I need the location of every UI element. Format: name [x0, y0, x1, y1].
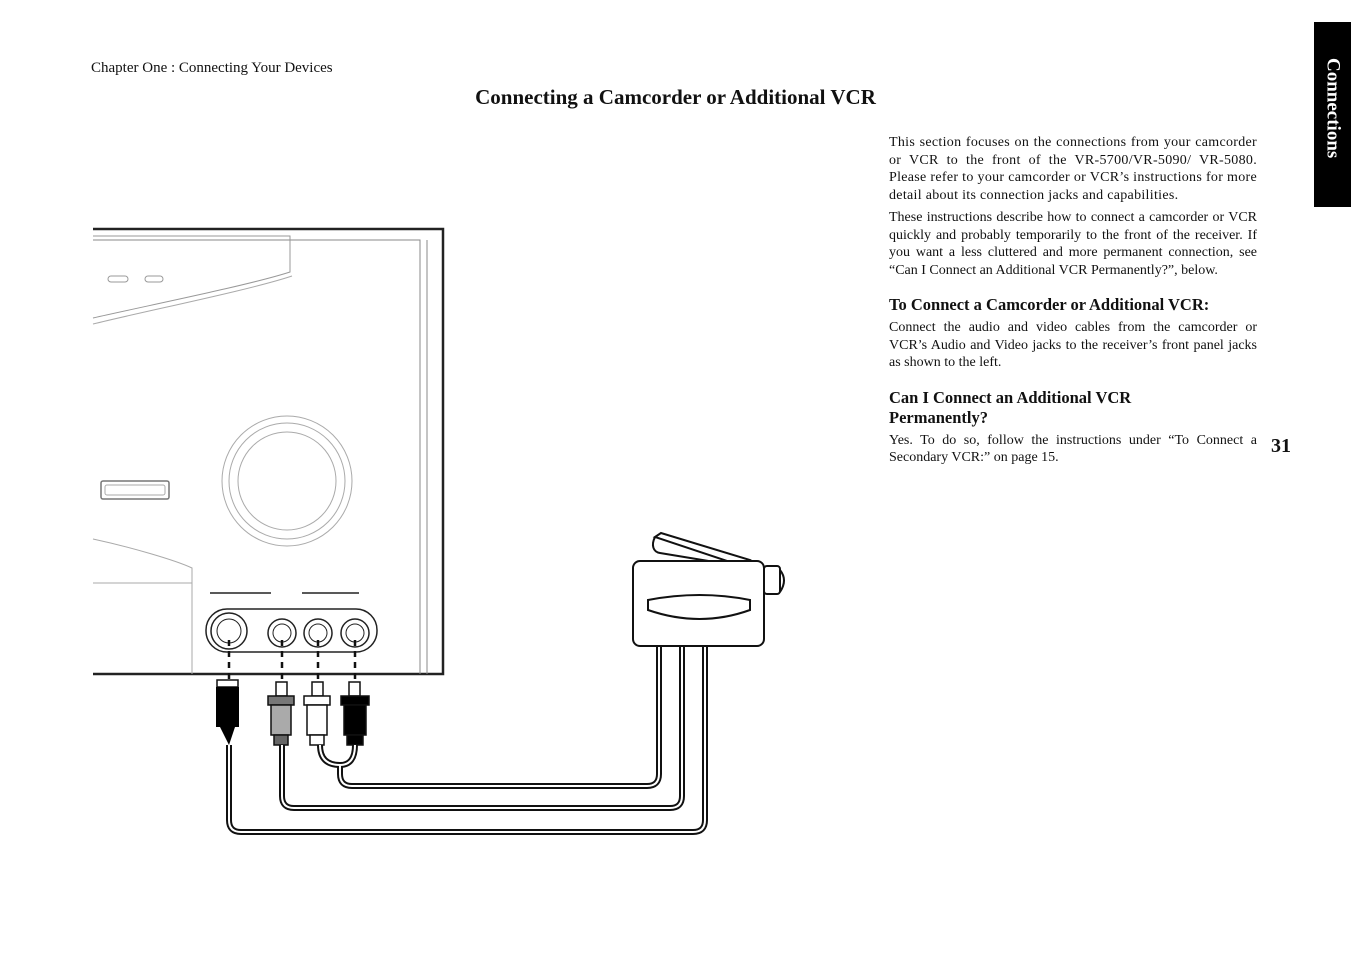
section-tab-label: Connections — [1322, 58, 1344, 159]
page-title: Connecting a Camcorder or Additional VCR — [475, 85, 876, 109]
intro-paragraph-2: These instructions describe how to conne… — [889, 210, 1257, 278]
camcorder-icon — [632, 531, 785, 647]
receiver-front-panel — [92, 227, 445, 676]
chapter-header: Chapter One : Connecting Your Devices — [91, 60, 333, 76]
video-rca-plug — [267, 681, 295, 746]
section-tab — [1314, 22, 1351, 207]
permanent-paragraph: Yes. To do so, follow the instructions u… — [889, 432, 1257, 466]
insertion-guides — [227, 640, 357, 683]
connect-paragraph: Connect the audio and video cables from … — [889, 320, 1257, 370]
page-number: 31 — [1271, 435, 1291, 457]
heading-connect: To Connect a Camcorder or Additional VCR… — [889, 295, 1210, 314]
text-column: This section focuses on the connections … — [889, 134, 1257, 472]
s-video-plug — [216, 679, 239, 745]
heading-permanent: Can I Connect an Additional VCR Permanen… — [889, 387, 1132, 427]
intro-paragraph-1: This section focuses on the connections … — [889, 135, 1257, 203]
audio-left-rca-plug — [303, 681, 331, 746]
audio-right-rca-plug — [340, 681, 370, 746]
